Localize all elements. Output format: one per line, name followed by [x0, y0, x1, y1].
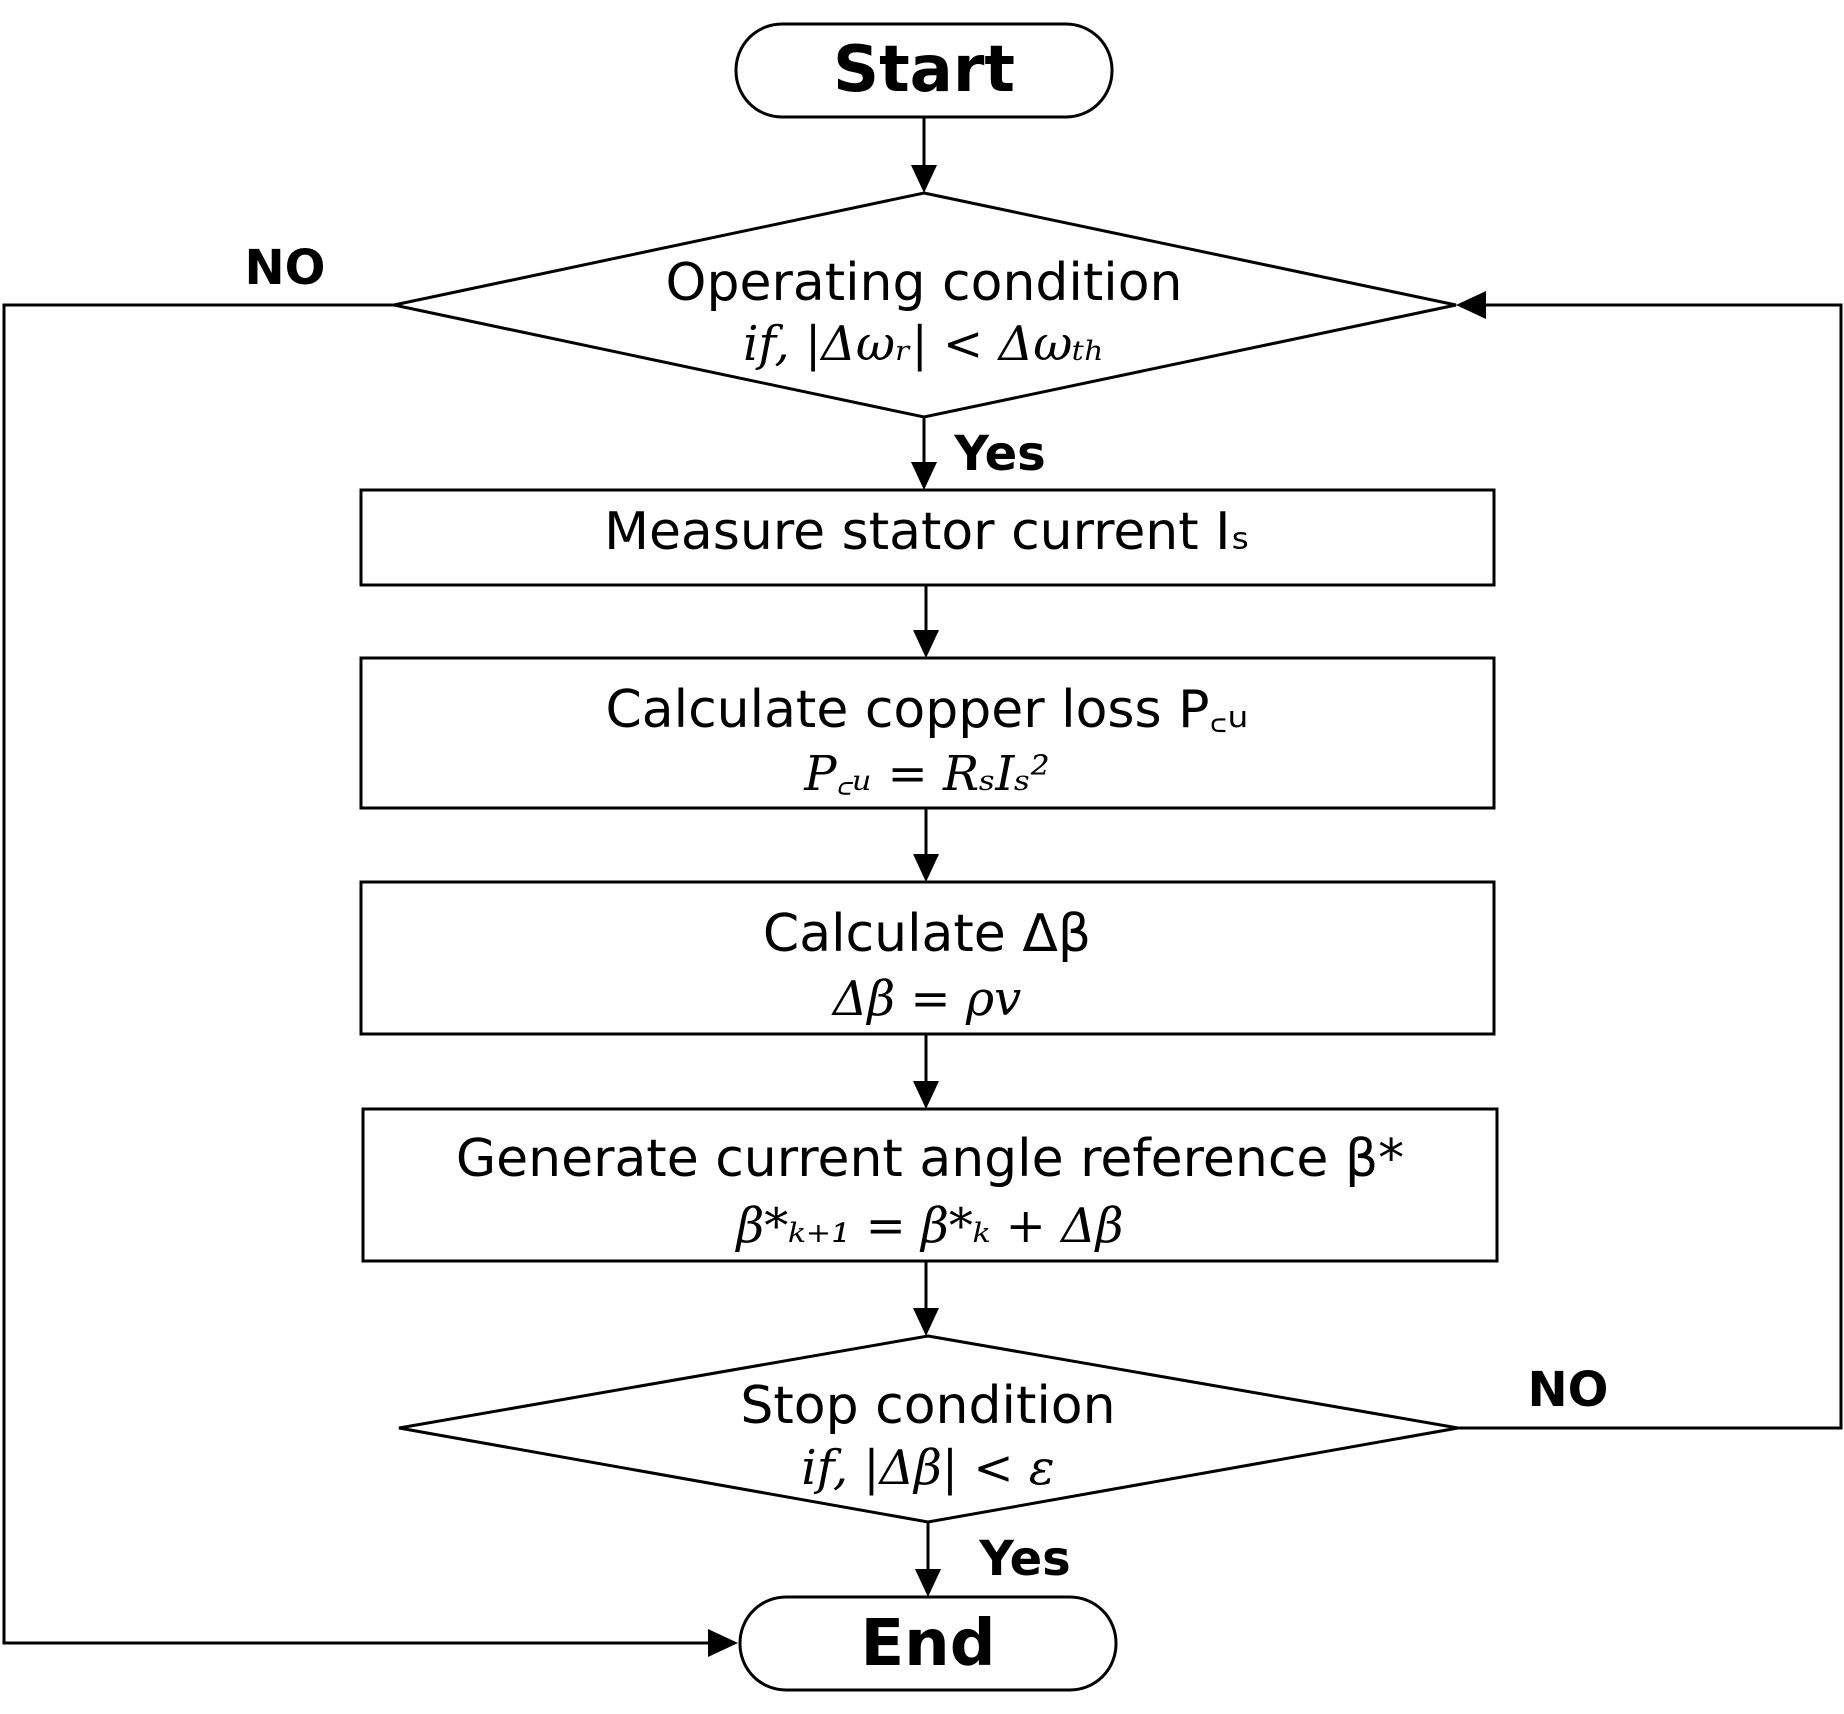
stop-condition-formula: if, |Δβ| < ε: [801, 1440, 1054, 1496]
arrow-operating-no-to-end: [2, 303, 738, 1657]
generate-reference-step: Generate current angle reference β* β*ₖ₊…: [361, 1107, 1499, 1263]
operating-condition-decision: Operating condition if, |Δωᵣ| < Δωₜₕ: [393, 191, 1457, 419]
arrow-operating-yes-to-measure: [911, 417, 937, 490]
measure-step-title: Measure stator current Iₛ: [604, 502, 1250, 562]
operating-condition-formula: if, |Δωᵣ| < Δωₜₕ: [743, 316, 1105, 372]
generate-reference-title: Generate current angle reference β*: [456, 1129, 1404, 1189]
start-terminal: Start: [734, 22, 1114, 119]
copper-loss-title: Calculate copper loss P꜀ᵤ: [605, 680, 1248, 740]
copper-loss-step: Calculate copper loss P꜀ᵤ P꜀ᵤ = RₛIₛ²: [359, 656, 1496, 810]
arrow-measure-to-copper: [913, 585, 939, 658]
stop-yes-label: Yes: [978, 1531, 1070, 1587]
end-terminal: End: [738, 1595, 1118, 1692]
arrow-delta-beta-to-generate: [913, 1034, 939, 1109]
delta-beta-title: Calculate Δβ: [763, 904, 1091, 964]
operating-yes-label: Yes: [953, 426, 1045, 482]
operating-no-label: NO: [245, 240, 326, 296]
generate-reference-formula: β*ₖ₊₁ = β*ₖ + Δβ: [735, 1198, 1124, 1254]
arrow-generate-to-stop: [913, 1261, 939, 1336]
start-label: Start: [833, 33, 1015, 107]
operating-condition-title: Operating condition: [666, 253, 1183, 313]
delta-beta-formula: Δβ = ρv: [831, 971, 1021, 1027]
delta-beta-step: Calculate Δβ Δβ = ρv: [359, 880, 1496, 1036]
arrow-copper-to-delta-beta: [913, 808, 939, 882]
stop-condition-title: Stop condition: [740, 1376, 1115, 1436]
stop-condition-decision: Stop condition if, |Δβ| < ε: [398, 1334, 1459, 1524]
arrow-stop-yes-to-end: [915, 1522, 941, 1597]
measure-stator-current-step: Measure stator current Iₛ: [359, 488, 1496, 587]
arrow-stop-no-to-operating: [1456, 291, 1843, 1430]
stop-no-label: NO: [1528, 1362, 1609, 1418]
copper-loss-formula: P꜀ᵤ = RₛIₛ²: [803, 746, 1049, 802]
end-label: End: [860, 1607, 995, 1681]
arrow-start-to-operating: [911, 117, 937, 193]
